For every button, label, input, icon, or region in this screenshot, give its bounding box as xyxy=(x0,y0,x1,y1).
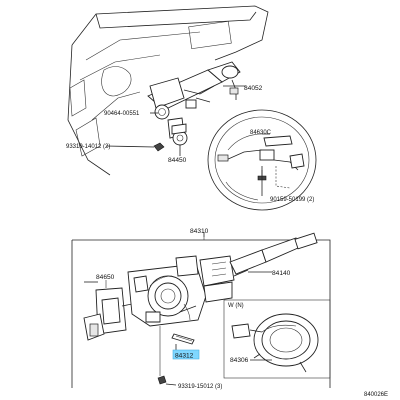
highlight-box xyxy=(172,349,200,360)
wiper-switch-illustration xyxy=(199,232,318,303)
bolt-93319-upper xyxy=(105,142,165,152)
label-90464-00551: 90464-00551 xyxy=(104,111,140,117)
label-93319-14012: 93319-14012 (2) xyxy=(66,144,110,150)
highlighted-part-84312[interactable]: 84312 xyxy=(172,349,200,360)
light-switch-illustration xyxy=(83,280,133,341)
label-84312[interactable]: 84312 xyxy=(175,353,194,360)
ignition-switch-illustration xyxy=(171,123,188,156)
label-93319-15012: 93319-15012 (3) xyxy=(178,384,222,390)
combination-switch-body xyxy=(127,255,207,327)
label-84052: 84052 xyxy=(244,85,263,92)
label-84450: 84450 xyxy=(168,157,187,164)
label-90159-50199: 90159-50199 (2) xyxy=(270,197,314,203)
leader-lines xyxy=(84,112,272,361)
pin-84312 xyxy=(171,333,195,350)
label-84310: 84310 xyxy=(190,228,209,235)
label-w-n: W (N) xyxy=(228,303,244,309)
spiral-cable-illustration xyxy=(231,313,319,373)
screw-93319-lower xyxy=(157,326,177,386)
steering-column xyxy=(147,61,241,139)
label-84630c: 84630C xyxy=(250,130,272,136)
callout-labels: 84052 90464-00551 93319-14012 (2) 84450 … xyxy=(66,85,314,364)
dashboard-illustration xyxy=(67,5,269,176)
lower-assembly-frame xyxy=(71,237,331,388)
steering-wheel xyxy=(207,109,317,211)
label-84306: 84306 xyxy=(230,357,249,364)
figure-code: 840026E xyxy=(364,392,388,398)
label-84140: 84140 xyxy=(272,270,291,277)
label-84650: 84650 xyxy=(96,274,115,281)
